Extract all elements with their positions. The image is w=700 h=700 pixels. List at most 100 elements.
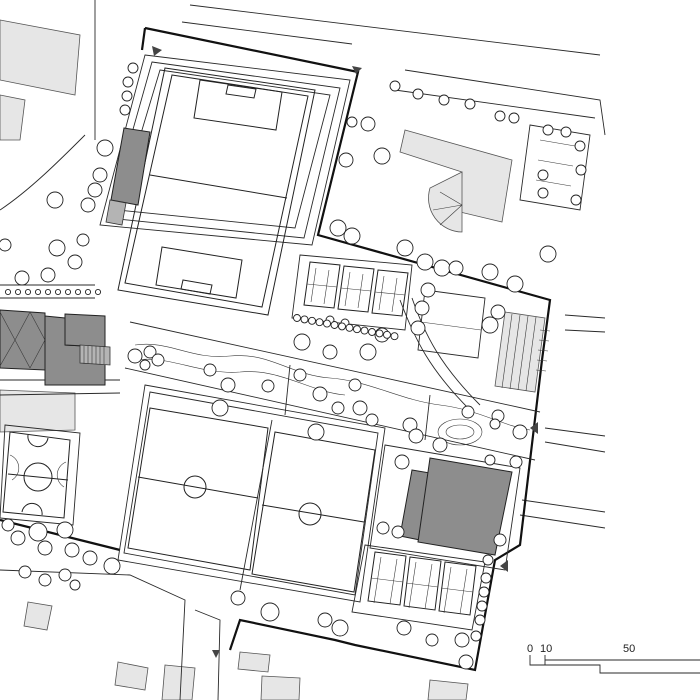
tree xyxy=(40,267,56,283)
tree xyxy=(330,321,339,329)
tree xyxy=(365,413,379,427)
tree xyxy=(458,654,474,670)
scale-label-0: 0 xyxy=(527,643,533,655)
tree xyxy=(338,152,354,168)
context-buildings xyxy=(0,19,513,700)
tree xyxy=(416,253,434,271)
tree xyxy=(322,344,338,360)
tree xyxy=(410,320,426,336)
tree xyxy=(293,314,301,322)
tree xyxy=(331,401,345,415)
tree xyxy=(80,197,96,213)
tree xyxy=(390,332,399,341)
tree xyxy=(82,550,98,566)
tree xyxy=(331,619,349,637)
tree xyxy=(489,418,501,430)
tree xyxy=(420,282,436,298)
tree xyxy=(481,263,499,281)
tree xyxy=(76,233,90,247)
tennis-courts-lower xyxy=(351,544,486,631)
tree xyxy=(348,378,362,392)
tree xyxy=(338,322,346,331)
tree xyxy=(539,245,557,263)
tree xyxy=(56,521,74,539)
tree xyxy=(353,325,361,334)
tree xyxy=(412,88,424,100)
tree xyxy=(293,333,311,351)
tree xyxy=(512,424,528,440)
tree xyxy=(490,304,506,320)
tree xyxy=(64,542,80,558)
tree xyxy=(359,343,377,361)
tree xyxy=(74,288,82,296)
tree xyxy=(464,98,476,110)
tree xyxy=(48,239,66,257)
tree xyxy=(1,518,15,532)
tree xyxy=(143,345,157,359)
scale-label-10: 10 xyxy=(540,643,552,655)
tree xyxy=(307,423,325,441)
tree xyxy=(542,124,554,136)
tree xyxy=(508,112,520,124)
tree xyxy=(575,164,587,176)
tree xyxy=(103,557,121,575)
tree xyxy=(389,80,401,92)
tree xyxy=(64,288,72,296)
tree xyxy=(396,620,412,636)
tree xyxy=(375,329,384,338)
tree xyxy=(312,386,328,402)
tree xyxy=(220,377,236,393)
tree xyxy=(127,62,139,74)
site-boundary xyxy=(0,26,552,672)
tree xyxy=(391,525,405,539)
tree xyxy=(376,521,390,535)
tree xyxy=(493,533,507,547)
tree xyxy=(506,275,524,293)
tree xyxy=(94,288,102,296)
tree xyxy=(484,454,496,466)
tree xyxy=(438,94,450,106)
tree xyxy=(127,348,143,364)
tree xyxy=(476,600,488,612)
tree xyxy=(494,110,506,122)
tree xyxy=(394,454,410,470)
tree xyxy=(211,399,229,417)
tree xyxy=(203,363,217,377)
tree xyxy=(383,330,391,339)
grandstand xyxy=(105,127,151,226)
tree xyxy=(230,590,246,606)
tree xyxy=(151,353,165,367)
tree xyxy=(260,602,280,622)
tree xyxy=(373,147,391,165)
entrance-markers xyxy=(152,46,538,658)
tree xyxy=(345,323,354,332)
tree xyxy=(317,612,333,628)
tree xyxy=(67,254,83,270)
tree xyxy=(481,316,499,334)
tree xyxy=(69,579,81,591)
tree xyxy=(537,187,549,199)
tree xyxy=(261,379,275,393)
stand-building-right xyxy=(494,311,551,393)
tree xyxy=(96,139,114,157)
left-building xyxy=(0,309,111,386)
tree xyxy=(360,116,376,132)
tree xyxy=(24,288,32,296)
tree xyxy=(482,554,494,566)
tree xyxy=(570,194,582,206)
sports-hall xyxy=(369,444,521,571)
tree xyxy=(425,633,439,647)
tree xyxy=(308,316,316,325)
tree xyxy=(119,104,131,116)
tree xyxy=(34,288,42,296)
tree xyxy=(4,288,12,296)
tree xyxy=(293,368,307,382)
tree xyxy=(87,182,103,198)
tree xyxy=(432,437,448,453)
tree xyxy=(396,239,414,257)
tree xyxy=(454,632,470,648)
scale-label-50: 50 xyxy=(623,643,635,655)
tree xyxy=(346,116,358,128)
tree xyxy=(10,530,26,546)
plaza-area xyxy=(417,289,486,359)
